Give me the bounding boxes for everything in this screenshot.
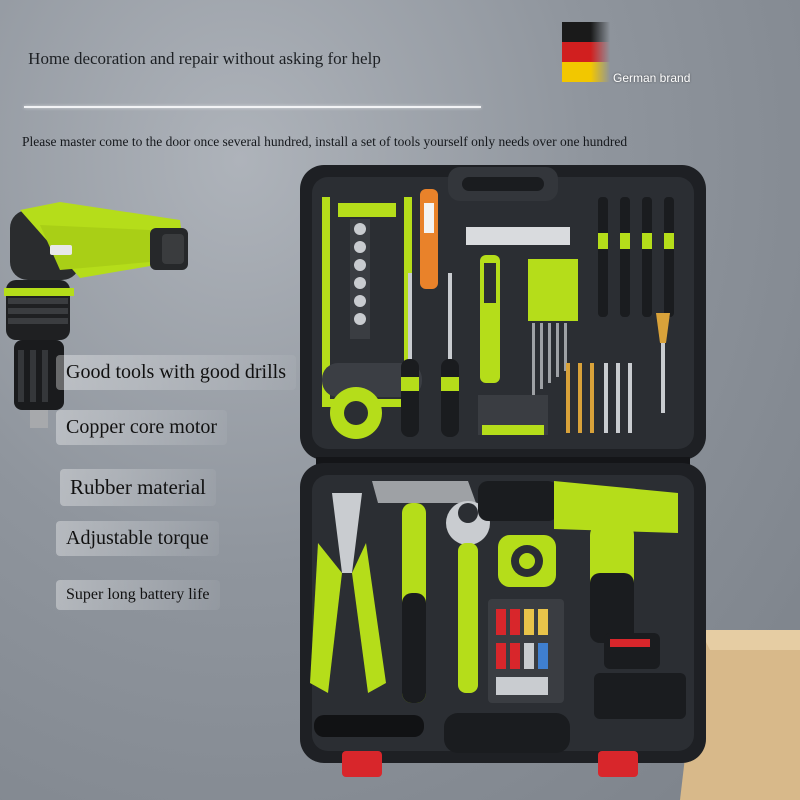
drill-bit-set-icon [566,363,632,433]
cordless-drill-icon [478,481,678,669]
latch-icon [598,751,638,777]
wall-anchor-box-icon [488,599,564,703]
latch-icon [342,751,382,777]
feature-item: Good tools with good drills [56,355,297,390]
hacksaw-icon [322,197,422,439]
header-divider [24,106,481,108]
precision-screwdriver-set-icon [598,197,674,317]
screwdriver-icon [401,273,459,437]
feature-item: Adjustable torque [56,521,219,556]
cordless-drill-icon [4,202,188,428]
feature-item: Copper core motor [56,410,228,445]
charger-icon [594,673,686,719]
table-surface [680,630,800,800]
tool-case-icon [300,165,706,777]
german-brand-label: German brand [613,71,691,85]
spade-bit-icon [656,313,670,343]
socket-set-icon [350,219,370,339]
feature-item: Rubber material [60,469,216,506]
tape-measure-icon [498,535,556,587]
feature-item: Super long battery life [56,580,220,610]
flashlight-icon [314,715,424,737]
case-handle-icon [444,713,570,753]
pliers-icon [310,493,386,693]
hex-key-set-icon [528,259,578,395]
subline: Please master come to the door once seve… [22,134,628,149]
hammer-icon [372,481,476,703]
german-flag-icon [562,22,610,82]
headline: Home decoration and repair without askin… [28,49,381,68]
